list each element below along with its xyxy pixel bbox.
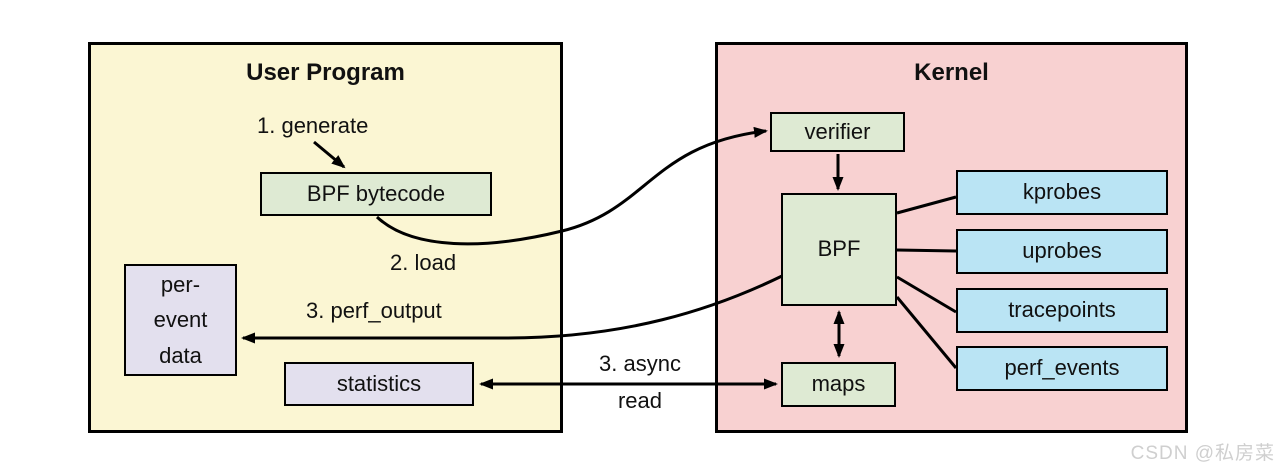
node-perf-events: perf_events <box>956 346 1168 391</box>
node-verifier: verifier <box>770 112 905 152</box>
kernel-title: Kernel <box>914 59 989 86</box>
label-step3-async: 3. async <box>599 351 681 376</box>
node-maps: maps <box>781 362 896 407</box>
label-step3-async-read: read <box>617 388 663 413</box>
node-statistics: statistics <box>284 362 474 406</box>
watermark: CSDN @私房菜 <box>1130 443 1275 464</box>
user-program-title: User Program <box>246 59 405 86</box>
node-tracepoints: tracepoints <box>956 288 1168 333</box>
label-step1-generate: 1. generate <box>257 113 369 138</box>
node-per-event-data: per- event data <box>124 264 237 376</box>
label-step3-perf-output: 3. perf_output <box>306 298 442 323</box>
node-uprobes: uprobes <box>956 229 1168 274</box>
label-step2-load: 2. load <box>390 250 457 275</box>
node-bpf: BPF <box>781 193 897 306</box>
node-kprobes: kprobes <box>956 170 1168 215</box>
node-bpf-bytecode: BPF bytecode <box>260 172 492 216</box>
